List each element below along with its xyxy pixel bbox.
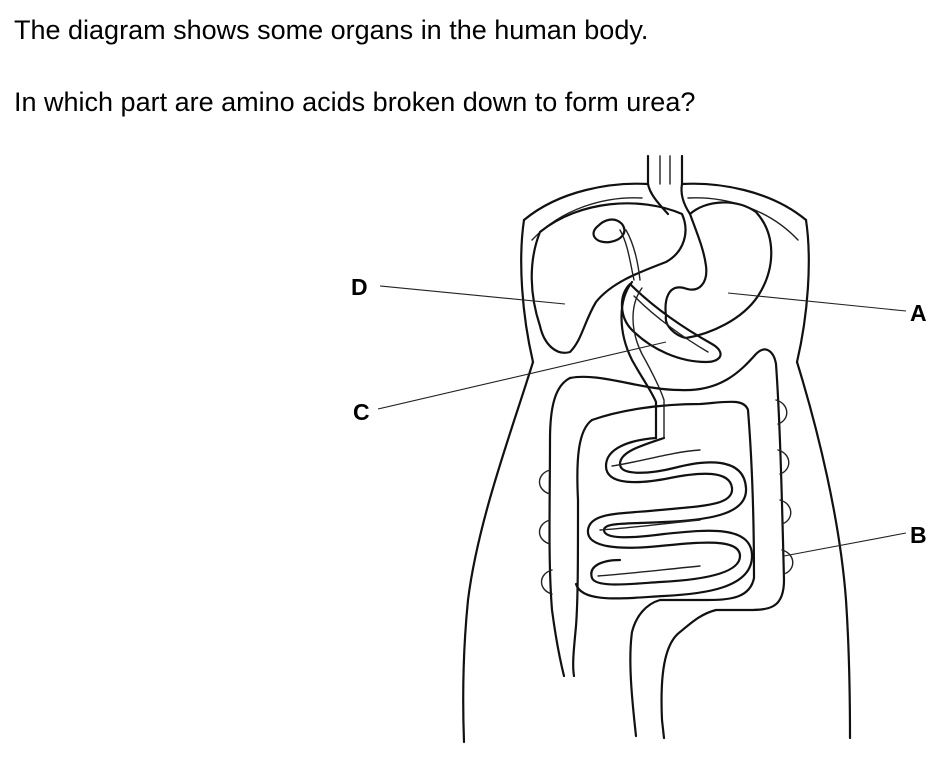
oesophagus (646, 154, 692, 216)
large-intestine (568, 348, 786, 740)
leader-line-d (379, 285, 566, 305)
liver (530, 202, 687, 354)
leader-line-c (377, 341, 667, 410)
small-intestine (574, 436, 754, 600)
large-intestine-inner (590, 400, 756, 738)
leader-line-a (727, 292, 907, 312)
label-d: D (351, 274, 368, 300)
duodenum (620, 280, 658, 440)
label-c: C (353, 399, 370, 425)
question-prompt: In which part are amino acids broken dow… (14, 87, 696, 117)
torso-outline (462, 182, 852, 744)
question-intro: The diagram shows some organs in the hum… (14, 15, 649, 45)
stomach (664, 201, 773, 340)
leader-line-b (783, 532, 907, 557)
pancreas (620, 282, 722, 364)
label-a: A (910, 300, 927, 326)
label-b: B (910, 522, 927, 548)
